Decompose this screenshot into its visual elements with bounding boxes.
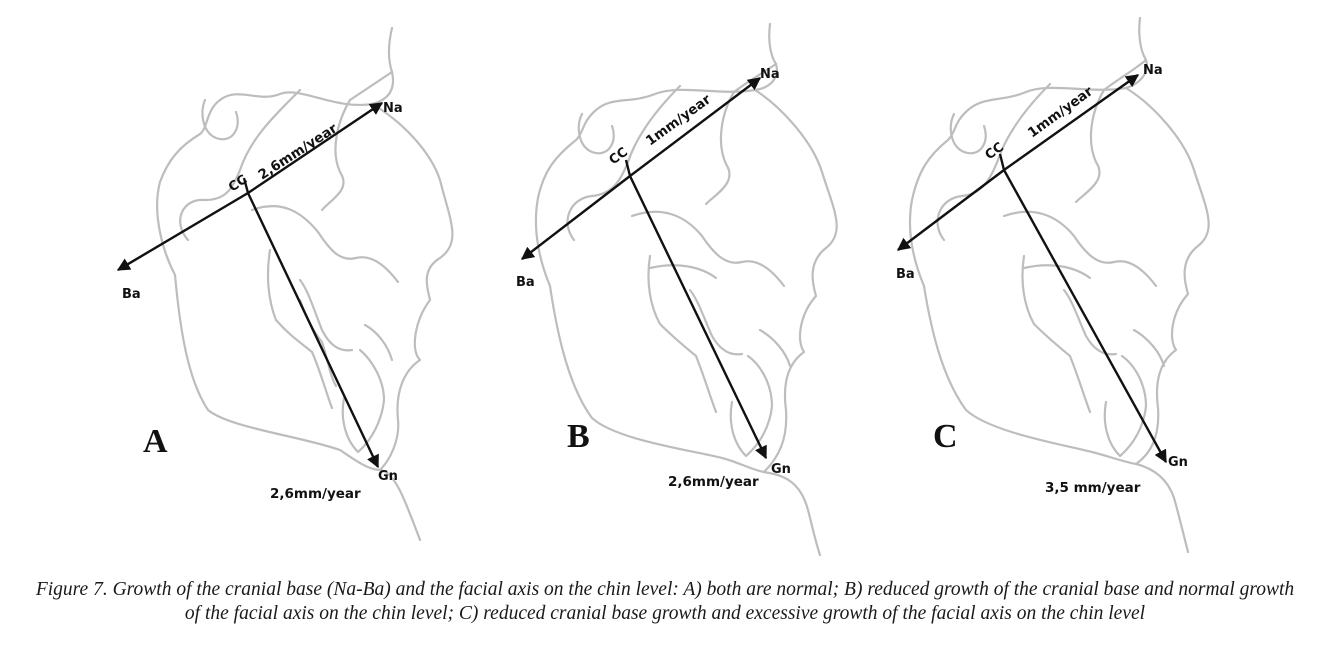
cc-tick-b bbox=[624, 159, 632, 177]
label-na-b: Na bbox=[760, 67, 780, 82]
figure-caption: Figure 7. Growth of the cranial base (Na… bbox=[35, 579, 1295, 624]
arrow-cc-to-gn-b bbox=[628, 175, 768, 460]
label-na-a: Na bbox=[383, 101, 403, 116]
label-ba-c: Ba bbox=[896, 267, 915, 282]
cranial-rate-a: 2,6mm/year bbox=[255, 120, 340, 183]
skull-tracing-b bbox=[534, 22, 838, 557]
arrow-cc-to-ba-a bbox=[116, 191, 249, 272]
label-ba-b: Ba bbox=[516, 275, 535, 290]
skull-tracing-a bbox=[156, 26, 454, 542]
facial-rate-b: 2,6mm/year bbox=[668, 474, 759, 490]
arrow-cc-to-gn-c bbox=[1002, 169, 1168, 464]
panel-letter-c: C bbox=[933, 418, 958, 455]
panel-b: Na Ba Gn CC 1mm/year 2,6mm/year B bbox=[516, 22, 838, 557]
panel-letter-a: A bbox=[143, 423, 168, 460]
panel-a: Na Ba Gn CC 2,6mm/year 2,6mm/year A bbox=[116, 26, 454, 542]
cephalometric-figure: Na Ba Gn CC 2,6mm/year 2,6mm/year A Na B… bbox=[116, 16, 1210, 557]
facial-rate-a: 2,6mm/year bbox=[270, 486, 361, 502]
label-cc-c: CC bbox=[983, 140, 1007, 163]
arrow-cc-to-ba-b bbox=[520, 175, 631, 260]
cc-tick-c bbox=[998, 153, 1006, 171]
skull-tracing-c bbox=[908, 16, 1210, 554]
facial-rate-c: 3,5 mm/year bbox=[1045, 480, 1141, 496]
arrow-cc-to-na-c bbox=[1003, 74, 1140, 171]
label-na-c: Na bbox=[1143, 63, 1163, 78]
label-gn-a: Gn bbox=[378, 469, 398, 484]
panel-letter-b: B bbox=[567, 418, 590, 455]
label-gn-b: Gn bbox=[771, 462, 791, 477]
arrow-cc-to-gn-a bbox=[246, 192, 380, 469]
arrow-cc-to-na-a bbox=[247, 102, 384, 194]
cc-tick-a bbox=[242, 177, 250, 194]
label-gn-c: Gn bbox=[1168, 455, 1188, 470]
arrow-cc-to-na-b bbox=[629, 77, 762, 177]
label-ba-a: Ba bbox=[122, 287, 141, 302]
panel-c: Na Ba Gn CC 1mm/year 3,5 mm/year C bbox=[896, 16, 1210, 554]
arrow-cc-to-ba-c bbox=[896, 169, 1005, 251]
